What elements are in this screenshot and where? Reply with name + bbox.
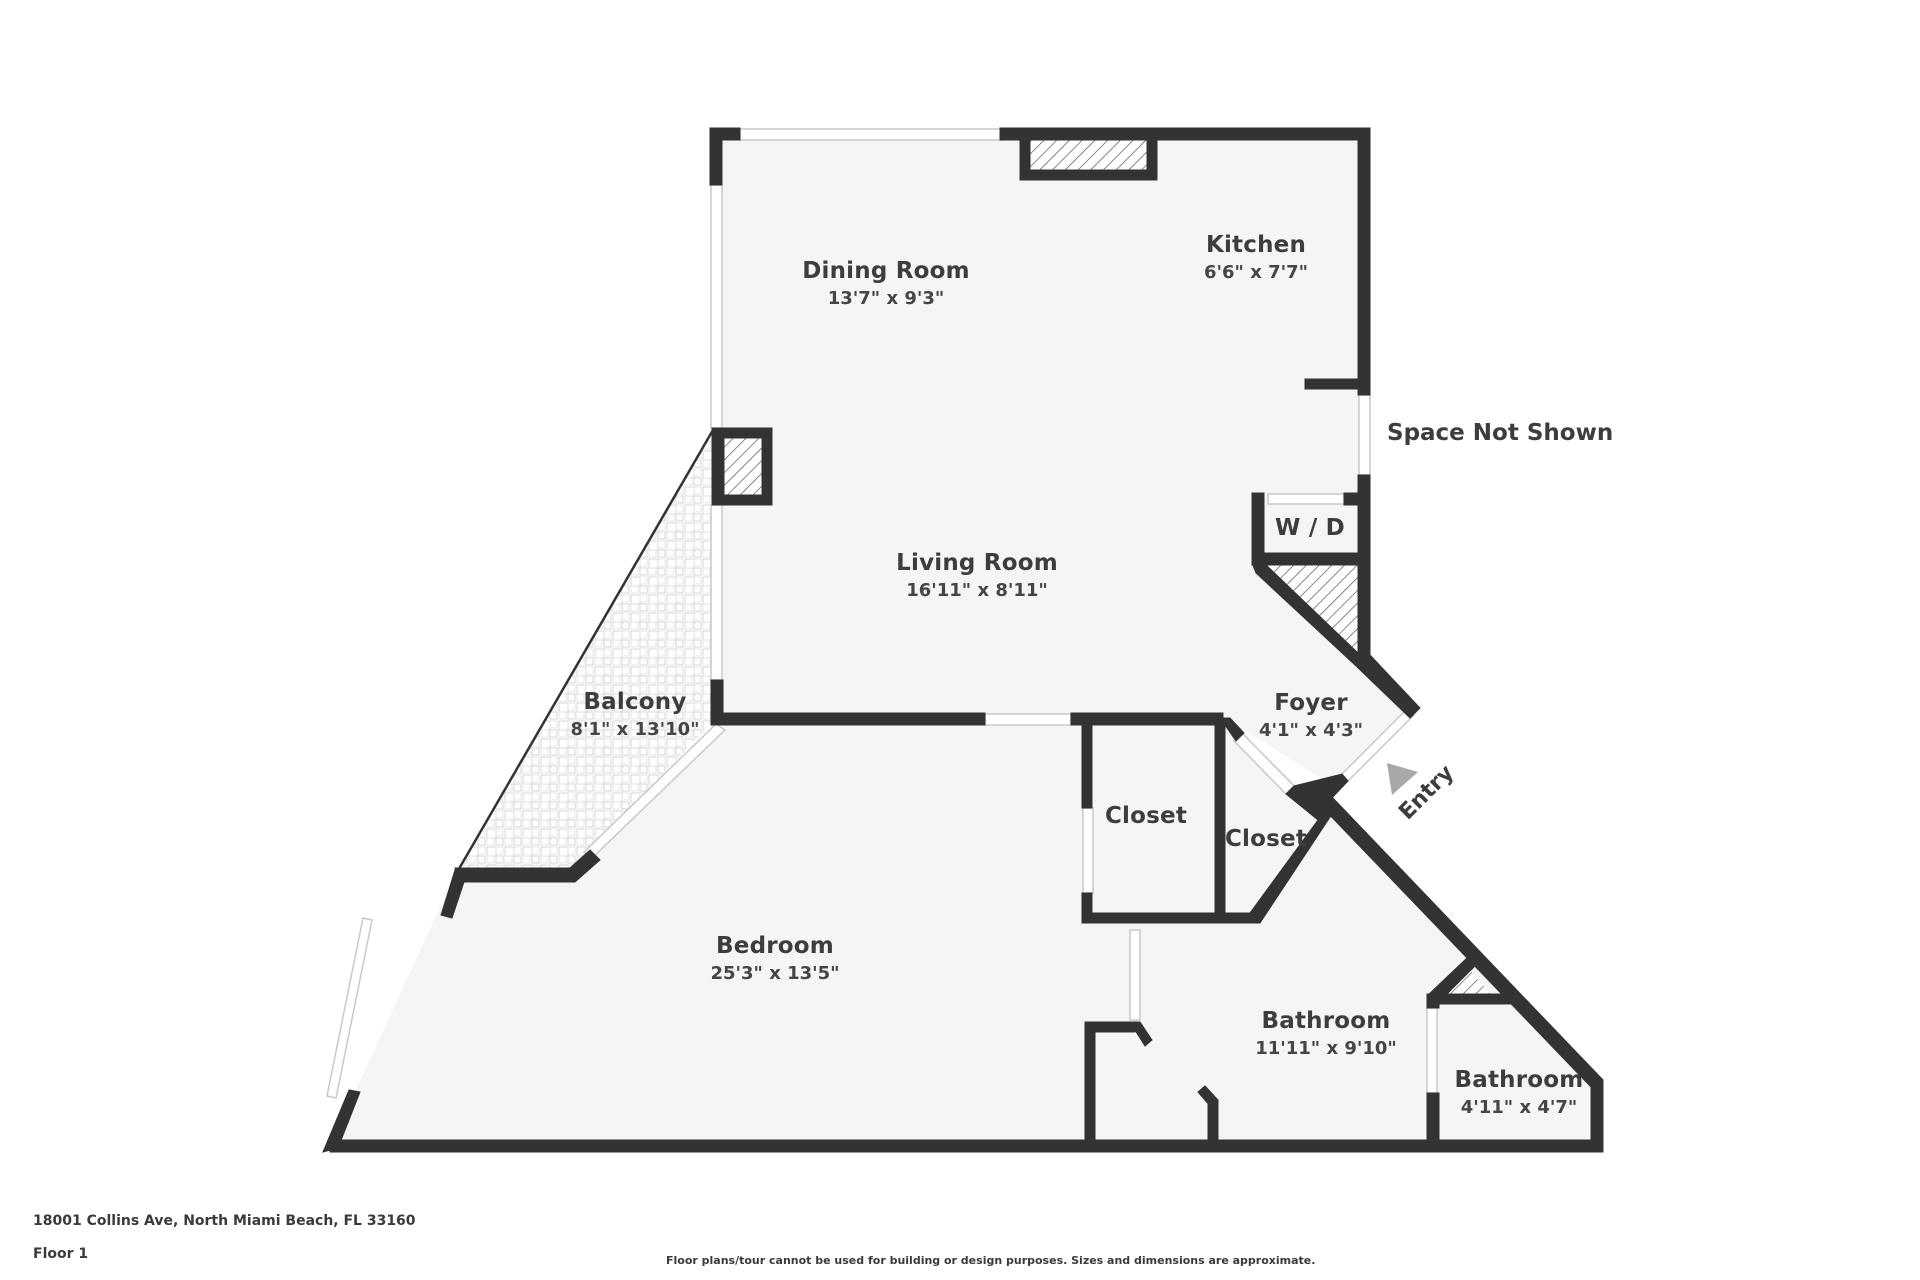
room-name: Bedroom [716, 933, 834, 959]
room-label-balcony: Balcony 8'1" x 13'10" [570, 689, 699, 740]
disclaimer: Floor plans/tour cannot be used for buil… [666, 1254, 1316, 1267]
room-label-living-room: Living Room 16'11" x 8'11" [896, 550, 1058, 601]
windows [326, 128, 1438, 1099]
property-address: 18001 Collins Ave, North Miami Beach, FL… [33, 1213, 416, 1229]
room-label-closet-2: Closet [1225, 826, 1307, 852]
room-label-bathroom-small: Bathroom 4'11" x 4'7" [1455, 1067, 1584, 1118]
space-not-shown-label: Space Not Shown [1387, 420, 1614, 446]
room-name: Balcony [583, 689, 687, 715]
room-dimensions: 25'3" x 13'5" [710, 963, 840, 984]
room-dimensions: 16'11" x 8'11" [906, 580, 1048, 601]
room-name: Kitchen [1205, 232, 1307, 258]
room-name: Foyer [1274, 690, 1348, 716]
room-label-kitchen: Kitchen 6'6" x 7'7" [1204, 232, 1308, 283]
room-name: Living Room [896, 550, 1058, 576]
floor-fills [330, 134, 1597, 1146]
room-dimensions: 6'6" x 7'7" [1203, 262, 1309, 283]
room-dimensions: 4'11" x 4'7" [1460, 1097, 1578, 1118]
room-label-dining-room: Dining Room 13'7" x 9'3" [802, 258, 970, 309]
room-name: Bathroom [1454, 1067, 1584, 1093]
room-label-bathroom-main: Bathroom 11'11" x 9'10" [1255, 1008, 1397, 1059]
room-name: Closet [1224, 826, 1308, 852]
walls [322, 127, 1604, 1153]
room-name: Dining Room [802, 258, 970, 284]
room-dimensions: 4'1" x 4'3" [1258, 720, 1364, 741]
room-label-foyer: Foyer 4'1" x 4'3" [1259, 690, 1363, 741]
floor-number: Floor 1 [33, 1246, 89, 1262]
room-dimensions: 13'7" x 9'3" [827, 288, 945, 309]
entry-arrow-icon [1387, 763, 1418, 795]
room-name: W / D [1275, 515, 1345, 541]
room-label-bedroom: Bedroom 25'3" x 13'5" [710, 933, 839, 984]
room-name: Bathroom [1261, 1008, 1391, 1034]
room-dimensions: 11'11" x 9'10" [1255, 1038, 1397, 1059]
room-dimensions: 8'1" x 13'10" [570, 719, 700, 740]
room-name: Closet [1104, 803, 1188, 829]
room-label-laundry: W / D [1275, 515, 1345, 541]
balcony-railing [454, 429, 715, 875]
room-label-closet-1: Closet [1105, 803, 1187, 829]
